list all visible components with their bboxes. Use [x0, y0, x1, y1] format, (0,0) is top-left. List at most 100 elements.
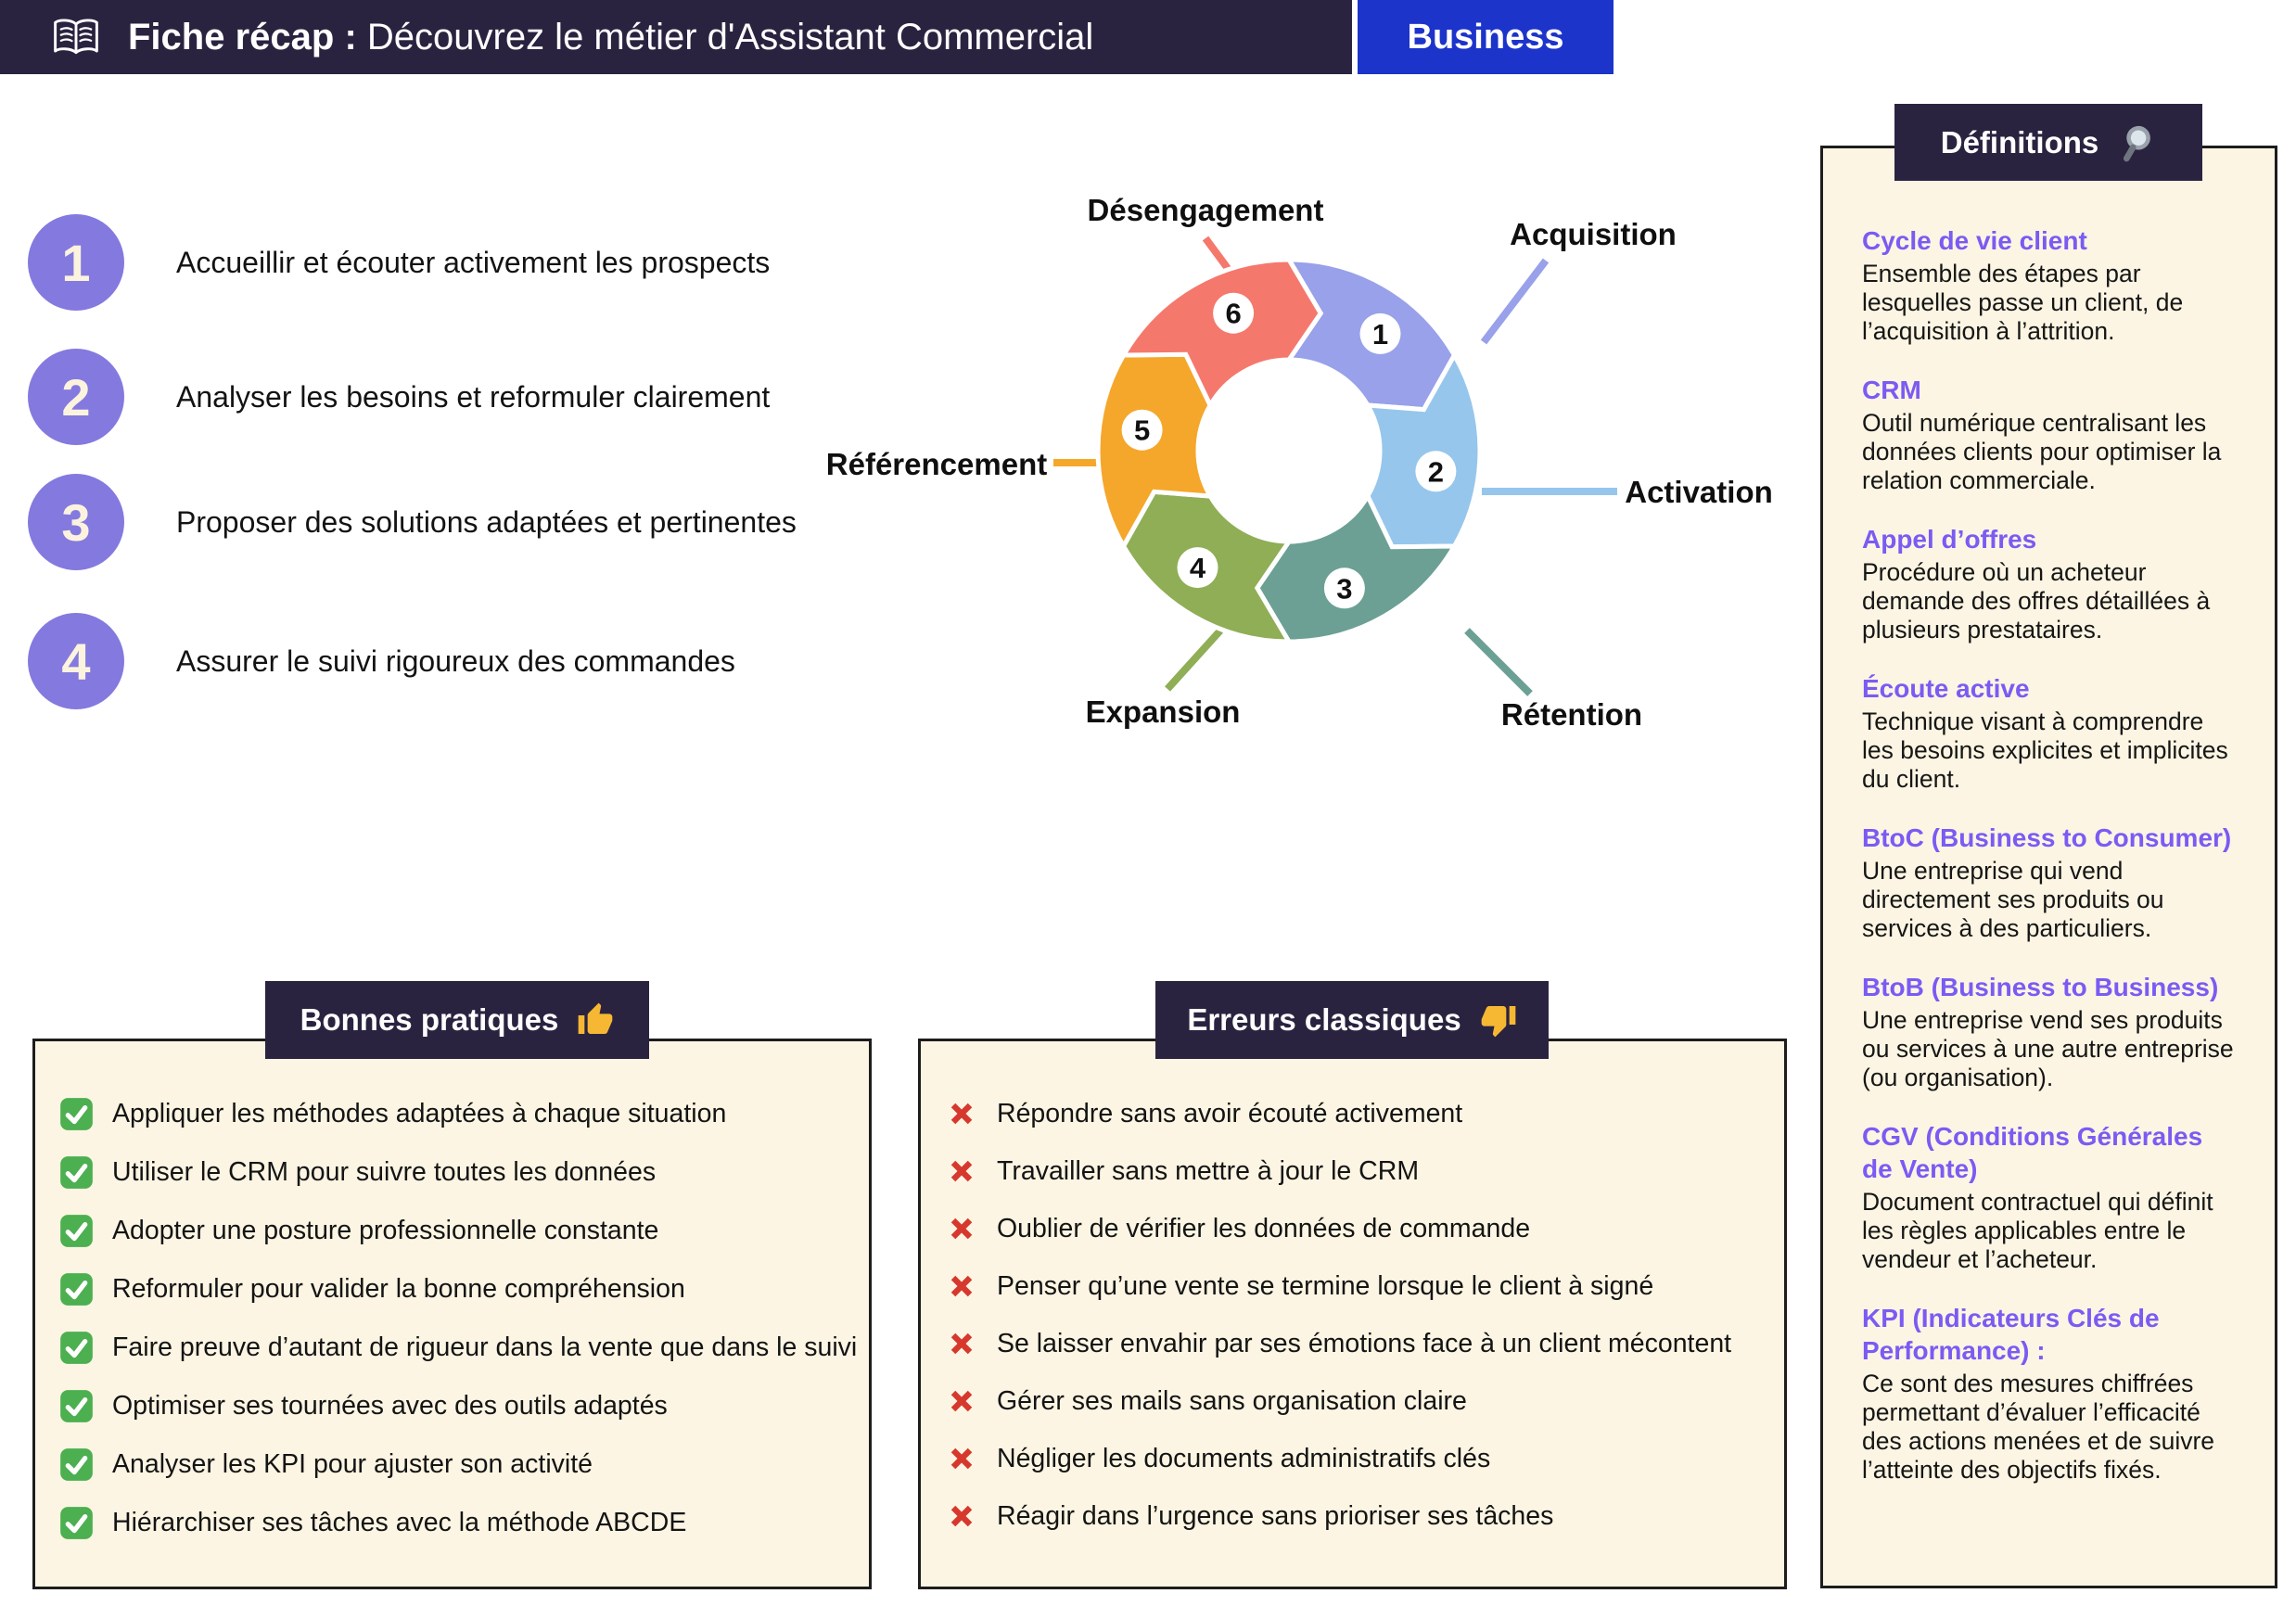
cycle-number-badge: [1359, 312, 1401, 354]
good-practices-title: Bonnes pratiques: [300, 1002, 559, 1037]
green-check-icon: [59, 1389, 94, 1423]
definition-text: Procédure où un acheteur demande des off…: [1862, 558, 2211, 644]
list-item: Hiérarchiser ses tâches avec la méthode …: [59, 1506, 852, 1540]
good-practices-header: Bonnes pratiques: [265, 981, 649, 1059]
red-cross-icon: [945, 1327, 978, 1360]
definitions-title: Définitions: [1940, 124, 2099, 159]
definition-term: CGV (Conditions Générales de Vente): [1862, 1122, 2203, 1183]
list-item-label: Analyser les KPI pour ajuster son activi…: [112, 1449, 593, 1479]
list-item-label: Faire preuve d’autant de rigueur dans la…: [112, 1332, 858, 1362]
definition-term: BtoC (Business to Consumer): [1862, 823, 2232, 852]
green-check-icon: [59, 1331, 94, 1365]
step-number-circle: 1: [28, 214, 124, 311]
step-label: Accueillir et écouter activement les pro…: [176, 245, 771, 279]
red-cross-icon: [945, 1097, 978, 1130]
good-practices-list: Appliquer les méthodes adaptées à chaque…: [35, 1041, 869, 1540]
definition-entry: KPI (Indicateurs Clés de Performance) :C…: [1862, 1302, 2239, 1485]
definition-term: CRM: [1862, 376, 1921, 404]
cycle-stage-label-3: Rétention: [1500, 697, 1643, 732]
definition-term: BtoB (Business to Business): [1862, 973, 2219, 1001]
list-item-label: Adopter une posture professionnelle cons…: [112, 1216, 659, 1245]
list-item-label: Oublier de vérifier les données de comma…: [997, 1213, 1531, 1243]
definition-text: Technique visant à comprendre les besoin…: [1862, 708, 2228, 793]
list-item-label: Se laisser envahir par ses émotions face…: [997, 1328, 1732, 1358]
definition-term: Appel d’offres: [1862, 525, 2037, 554]
list-item: Négliger les documents administratifs cl…: [945, 1442, 1767, 1475]
list-item-label: Optimiser ses tournées avec des outils a…: [112, 1391, 668, 1421]
cycle-stage-label-1: Acquisition: [1510, 217, 1677, 251]
red-cross-icon: [945, 1269, 978, 1303]
green-check-icon: [59, 1447, 94, 1482]
list-item-label: Utiliser le CRM pour suivre toutes les d…: [112, 1157, 657, 1187]
definition-entry: BtoC (Business to Consumer) Une entrepris…: [1862, 822, 2239, 943]
definition-text: Ensemble des étapes par lesquelles passe…: [1862, 260, 2184, 345]
mistakes-title: Erreurs classiques: [1187, 1002, 1461, 1037]
list-item: Appliquer les méthodes adaptées à chaque…: [59, 1097, 852, 1131]
cycle-number-badge: [1323, 567, 1365, 609]
good-practices-panel: Appliquer les méthodes adaptées à chaque…: [32, 1039, 872, 1589]
page-title-prefix: Fiche récap :: [128, 16, 357, 57]
page-title-subject: Découvrez le métier d'Assistant Commerci…: [356, 16, 1094, 57]
cycle-number: 2: [1428, 455, 1444, 488]
step-row-3: 3 Proposer des solutions adaptées et pert…: [28, 474, 797, 570]
definition-entry: CGV (Conditions Générales de Vente)Docum…: [1862, 1120, 2239, 1274]
cycle-number-badge: [1121, 409, 1163, 451]
cycle-callout-line: [1464, 628, 1533, 696]
cycle-stage-label-5: Référencement: [825, 447, 1048, 481]
list-item-label: Appliquer les méthodes adaptées à chaque…: [112, 1099, 727, 1128]
step-label: Assurer le suivi rigoureux des commandes: [176, 644, 735, 678]
business-badge: Business: [1358, 0, 1614, 74]
list-item: Travailler sans mettre à jour le CRM: [945, 1154, 1767, 1188]
mistakes-header: Erreurs classiques: [1155, 981, 1549, 1059]
list-item-label: Négliger les documents administratifs cl…: [997, 1443, 1491, 1473]
cycle-number: 5: [1134, 414, 1150, 447]
definition-text: Une entreprise vend ses produits ou serv…: [1862, 1006, 2234, 1091]
list-item: Faire preuve d’autant de rigueur dans la…: [59, 1331, 857, 1365]
list-item: Oublier de vérifier les données de comma…: [945, 1212, 1767, 1245]
list-item: Penser qu’une vente se termine lorsque l…: [945, 1269, 1767, 1303]
definition-entry: BtoB (Business to Business) Une entrepris…: [1862, 971, 2239, 1092]
magnifier-icon: [2117, 123, 2156, 162]
step-row-4: 4 Assurer le suivi rigoureux des commande…: [28, 613, 735, 709]
red-cross-icon: [945, 1442, 978, 1475]
definition-text: Ce sont des mesures chiffrées permettant…: [1862, 1370, 2215, 1484]
cycle-number-badge: [1177, 547, 1218, 589]
red-cross-icon: [945, 1154, 978, 1188]
green-check-icon: [59, 1506, 94, 1540]
header-bar: Fiche récap : Découvrez le métier d'Assi…: [0, 0, 1352, 74]
definition-term: Écoute active: [1862, 674, 2030, 703]
step-label: Analyser les besoins et reformuler clair…: [176, 379, 771, 414]
list-item-label: Hiérarchiser ses tâches avec la méthode …: [112, 1508, 687, 1537]
list-item: Répondre sans avoir écouté activement: [945, 1097, 1767, 1130]
green-check-icon: [59, 1272, 94, 1307]
green-check-icon: [59, 1155, 94, 1190]
open-book-icon: [50, 16, 102, 59]
cycle-stage-label-4: Expansion: [1085, 695, 1241, 729]
red-cross-icon: [945, 1384, 978, 1418]
cycle-stage-label-2: Activation: [1625, 475, 1773, 509]
cycle-number-badge: [1415, 451, 1457, 492]
page-title: Fiche récap : Découvrez le métier d'Assi…: [128, 17, 1093, 58]
definition-text: Une entreprise qui vend directement ses …: [1862, 857, 2164, 942]
green-check-icon: [59, 1214, 94, 1248]
list-item: Réagir dans l’urgence sans prioriser ses…: [945, 1499, 1767, 1533]
step-label: Proposer des solutions adaptées et perti…: [176, 504, 797, 539]
red-cross-icon: [945, 1212, 978, 1245]
cycle-number: 1: [1372, 318, 1388, 351]
list-item: Utiliser le CRM pour suivre toutes les d…: [59, 1155, 852, 1190]
cycle-segment-6: [1119, 257, 1324, 411]
step-number-circle: 3: [28, 474, 124, 570]
step-number-circle: 4: [28, 613, 124, 709]
list-item-label: Travailler sans mettre à jour le CRM: [997, 1155, 1420, 1186]
list-item-label: Reformuler pour valider la bonne compréh…: [112, 1274, 685, 1304]
list-item-label: Penser qu’une vente se termine lorsque l…: [997, 1270, 1654, 1301]
thumbs-up-icon: [577, 1001, 614, 1039]
definition-term: Cycle de vie client: [1862, 226, 2087, 255]
cycle-callout-line: [1165, 628, 1223, 692]
